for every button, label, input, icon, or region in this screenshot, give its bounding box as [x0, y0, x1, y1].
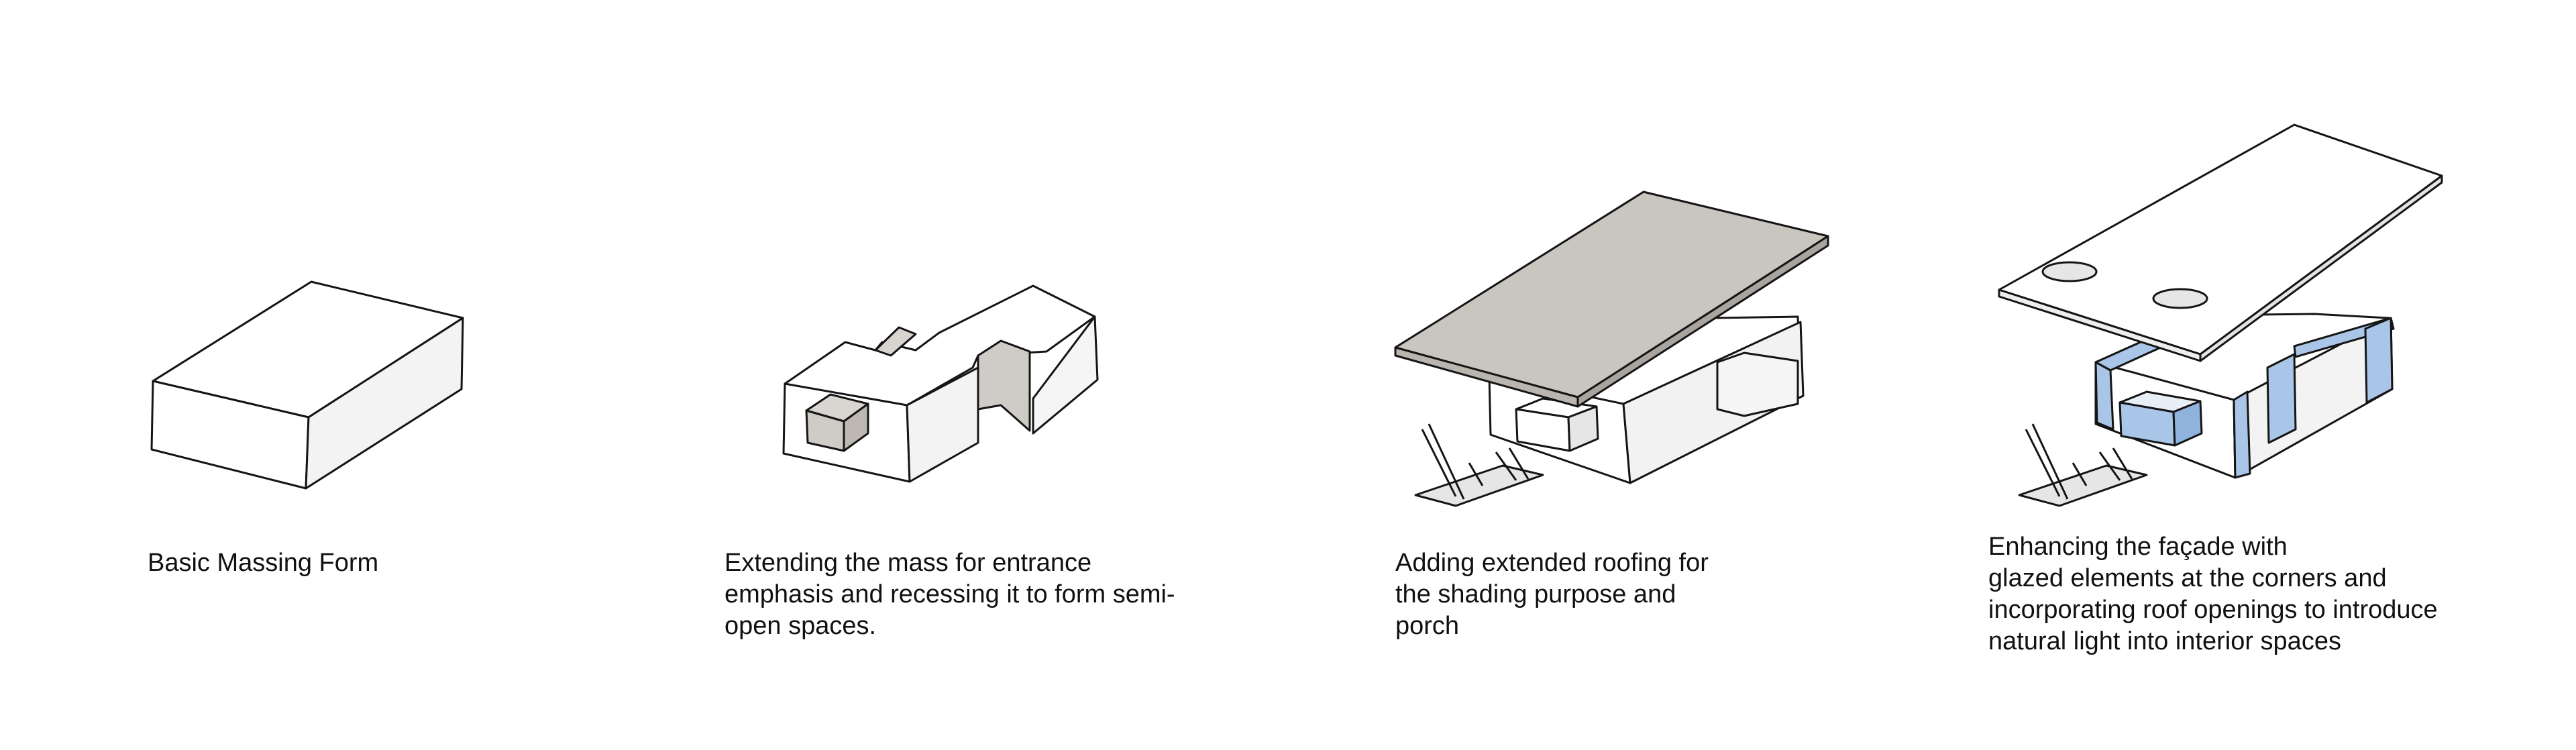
step-3-panel: Adding extended roofing for the shading … — [1315, 0, 1919, 750]
step-2-panel: Extending the mass for entrance emphasis… — [644, 0, 1315, 750]
step-3-caption: Adding extended roofing for the shading … — [1395, 549, 1709, 640]
glazed-facade-model — [1998, 123, 2443, 507]
extended-recessed-mass — [782, 284, 1099, 483]
step-4-panel: Enhancing the façade with glazed element… — [1919, 0, 2576, 750]
basic-massing-block — [150, 280, 464, 490]
step-4-caption: Enhancing the façade with glazed element… — [1988, 533, 2438, 655]
roof-and-porch-model — [1394, 191, 1829, 507]
step-2-caption: Extending the mass for entrance emphasis… — [724, 549, 1175, 640]
step-1-panel: Basic Massing Form — [0, 0, 644, 750]
step-1-caption: Basic Massing Form — [148, 549, 379, 577]
